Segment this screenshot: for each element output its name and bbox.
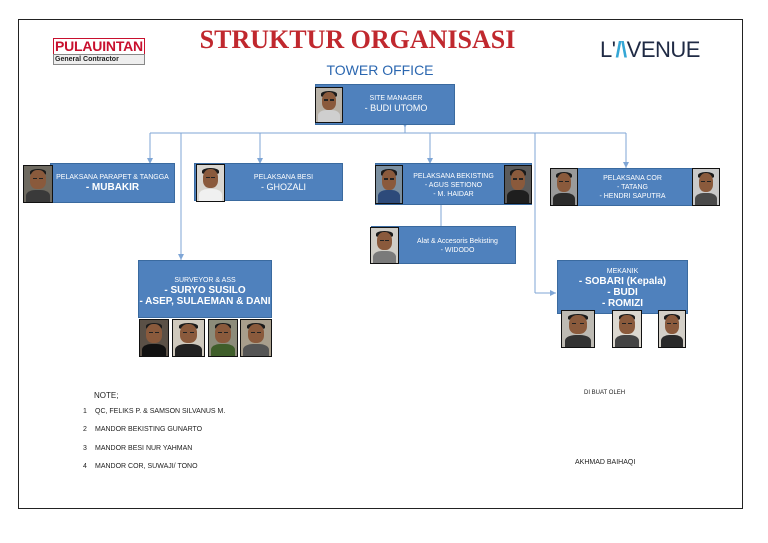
surveyor-name-2: - ASEP, SULAEMAN & DANI (139, 296, 271, 307)
photo-surveyor-2 (172, 319, 205, 357)
photo-surveyor-3 (208, 319, 238, 357)
cor-name-2: - HENDRI SAPUTRA (599, 193, 666, 200)
logo-company-name: PULAUINTAN (53, 38, 145, 54)
photo-cor-2 (692, 168, 720, 206)
note-num: 1 (83, 408, 87, 415)
cor-name-1: - TATANG (617, 184, 648, 191)
photo-mekanik-1 (561, 310, 595, 348)
note-text: QC, FELIKS P. & SAMSON SILVANUS M. (95, 408, 226, 415)
arrow-parapet (147, 158, 153, 164)
photo-alat (370, 227, 399, 264)
mekanik-name-1: - SOBARI (Kepala) (578, 276, 667, 287)
photo-surveyor-1 (139, 319, 169, 357)
note-num: 2 (83, 426, 87, 433)
besi-role: PELAKSANA BESI (253, 174, 314, 181)
document-frame (18, 19, 743, 509)
brand-suffix: VENUE (626, 37, 701, 62)
site-manager-role: SITE MANAGER (369, 95, 423, 102)
bekisting-name-1: - AGUS SETIONO (424, 182, 483, 189)
photo-besi (196, 164, 225, 202)
site-manager-name: - BUDI UTOMO (364, 103, 428, 113)
note-text: MANDOR BEKISTING GUNARTO (95, 426, 203, 433)
cor-role: PELAKSANA COR (603, 175, 662, 182)
photo-cor-1 (550, 168, 578, 206)
parapet-role: PELAKSANA PARAPET & TANGGA (56, 174, 169, 181)
page-title: STRUKTUR ORGANISASI (199, 25, 516, 54)
notes-title: NOTE; (94, 391, 119, 400)
surveyor-name-1: - SURYO SUSILO (164, 285, 246, 296)
note-num: 4 (83, 463, 87, 470)
arrow-bekisting (427, 158, 433, 164)
lavenue-logo: L'/\VENUE (600, 37, 700, 63)
photo-mekanik-3 (658, 310, 686, 348)
photo-parapet (23, 165, 53, 203)
alat-name: - WIDODO (440, 247, 475, 254)
pulauintan-logo: PULAUINTAN General Contractor (53, 38, 145, 65)
surveyor-role: SURVEYOR & ASS (174, 277, 236, 284)
arrow-cor (623, 162, 629, 168)
photo-bekisting-1 (375, 165, 403, 204)
box-pelaksana-parapet: PELAKSANA PARAPET & TANGGA - MUBAKIR (50, 163, 175, 203)
note-item: 3 MANDOR BESI NUR YAHMAN (83, 445, 192, 452)
mekanik-role: MEKANIK (606, 268, 639, 275)
alat-role: Alat & Accesoris Bekisting (417, 238, 498, 245)
photo-bekisting-2 (504, 165, 532, 204)
arrow-mekanik (550, 290, 556, 296)
box-surveyor: SURVEYOR & ASS - SURYO SUSILO - ASEP, SU… (138, 260, 272, 318)
brand-prefix: L' (600, 37, 616, 62)
note-num: 3 (83, 445, 87, 452)
note-text: MANDOR BESI NUR YAHMAN (95, 445, 193, 452)
photo-mekanik-2 (612, 310, 642, 348)
box-mekanik: MEKANIK - SOBARI (Kepala) - BUDI - ROMIZ… (557, 260, 688, 314)
page-subtitle: TOWER OFFICE (326, 62, 434, 78)
bekisting-name-2: - M. HAIDAR (433, 191, 474, 198)
bekisting-role: PELAKSANA BEKISTING (413, 173, 494, 180)
mekanik-name-3: - ROMIZI (601, 298, 644, 309)
photo-surveyor-4 (240, 319, 272, 357)
note-item: 2 MANDOR BEKISTING GUNARTO (83, 426, 202, 433)
signature-name: AKHMAD BAIHAQI (575, 459, 636, 466)
arrow-besi (257, 158, 263, 164)
parapet-name: - MUBAKIR (85, 182, 140, 193)
note-item: 1 QC, FELIKS P. & SAMSON SILVANUS M. (83, 408, 225, 415)
besi-name: - GHOZALI (260, 182, 306, 192)
brand-mark: /\ (615, 37, 627, 62)
note-item: 4 MANDOR COR, SUWAJI/ TONO (83, 463, 198, 470)
mekanik-name-2: - BUDI (607, 287, 638, 298)
signature-label: DI BUAT OLEH (584, 390, 626, 396)
note-text: MANDOR COR, SUWAJI/ TONO (95, 463, 198, 470)
logo-company-tagline: General Contractor (53, 54, 145, 65)
photo-site-manager (315, 87, 343, 123)
arrow-surveyor (178, 254, 184, 260)
